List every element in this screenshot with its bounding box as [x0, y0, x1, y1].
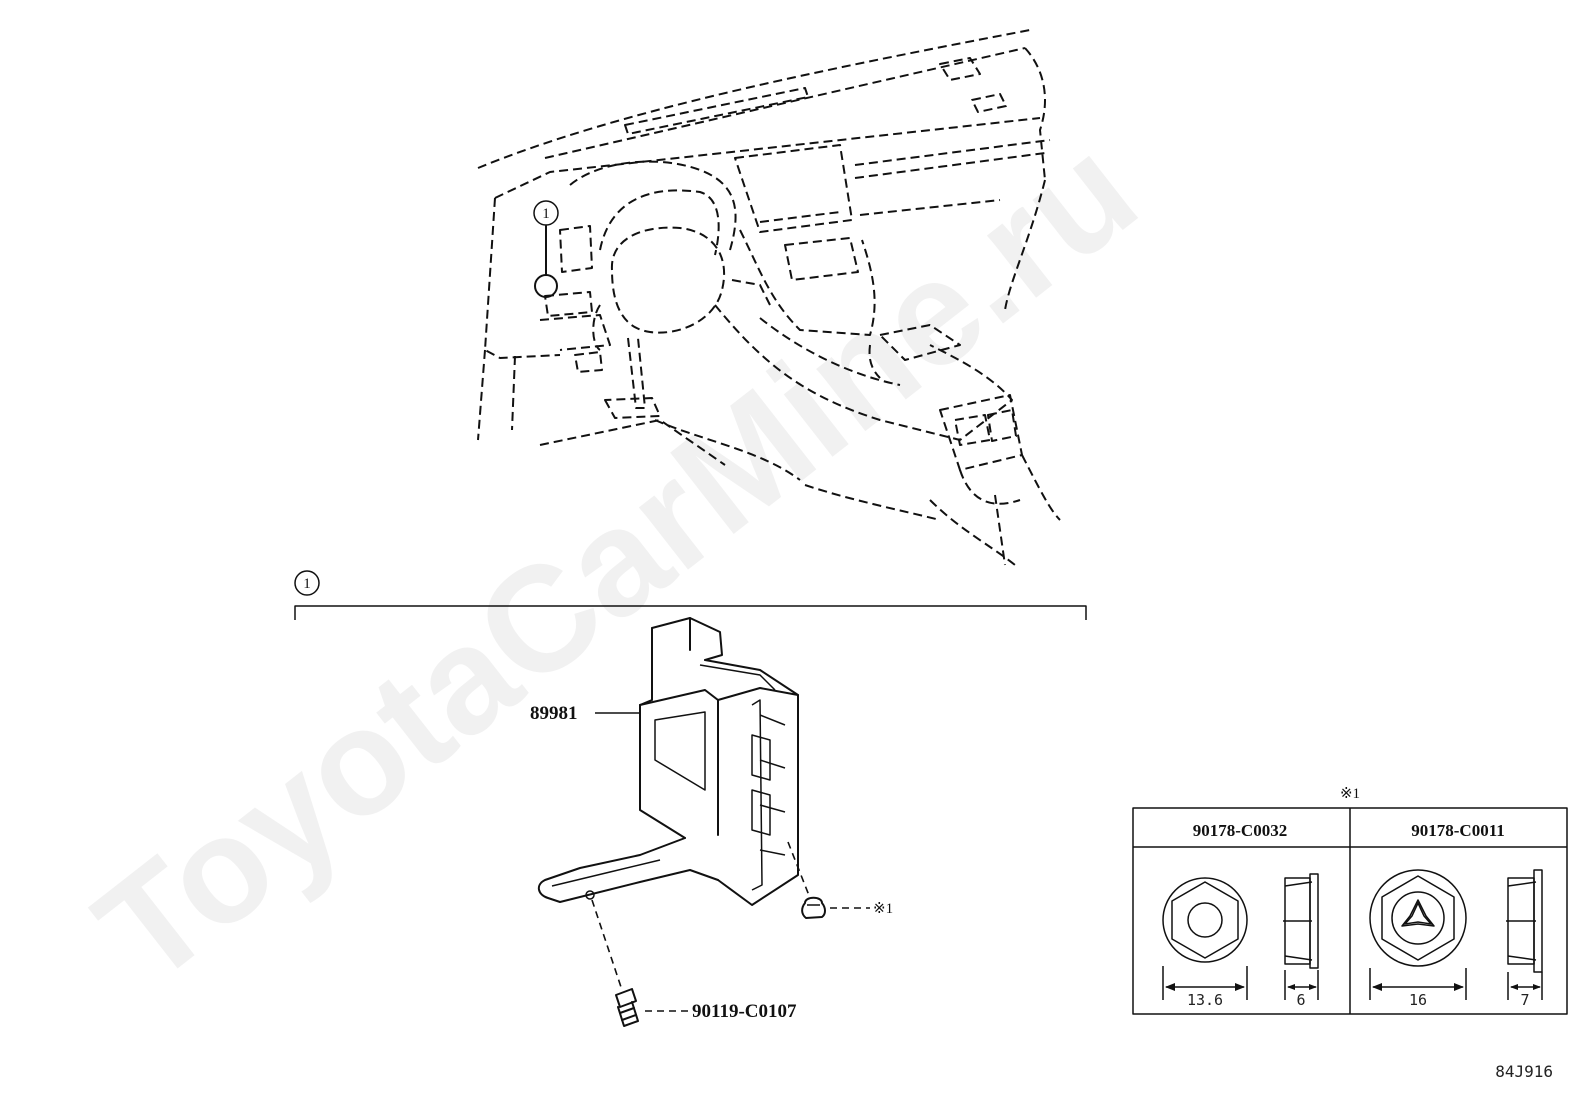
callout-number: 1	[542, 206, 550, 222]
nut-dimensions-1: 13.6 6	[1162, 966, 1319, 1009]
nut-label: ※1	[830, 901, 893, 917]
bolt-label: 90119-C0107	[645, 1001, 797, 1022]
ecu-label: 89981	[530, 703, 640, 724]
location-callout[interactable]: 1	[533, 200, 559, 298]
nut[interactable]	[787, 841, 826, 919]
nut-thickness-1: 6	[1296, 991, 1305, 1009]
nut-front-view-2	[1369, 869, 1467, 967]
watermark: ToyotaCarMine.ru	[66, 105, 1165, 1016]
nut-diameter-1: 13.6	[1187, 991, 1223, 1009]
nut-diameter-2: 16	[1409, 991, 1427, 1009]
dashboard-illustration	[477, 29, 1061, 566]
detail-callout-number: 1	[303, 576, 311, 592]
nut-thickness-2: 7	[1520, 991, 1529, 1009]
bolt[interactable]	[591, 899, 639, 1027]
ecu-part-number: 89981	[530, 703, 578, 724]
nut-dimensions-2: 16 7	[1369, 968, 1543, 1009]
detail-bracket	[294, 605, 1087, 620]
nut-table-part-2: 90178-C0011	[1411, 821, 1505, 840]
detail-callout: 1	[294, 570, 320, 596]
nut-table-title: ※1	[1340, 786, 1360, 802]
nut-side-view-2	[1506, 869, 1543, 973]
figure-code: 84J916	[1495, 1062, 1553, 1081]
nut-reference: ※1	[873, 901, 893, 917]
bolt-part-number: 90119-C0107	[692, 1001, 797, 1022]
nut-side-view-1	[1283, 873, 1319, 969]
ecu-module[interactable]	[537, 617, 799, 906]
nut-front-view-1	[1162, 877, 1248, 963]
nut-table-part-1: 90178-C0032	[1193, 821, 1287, 840]
nut-spec-table: ※1 90178-C0032 90178-C0011 13.6 6	[1132, 786, 1568, 1015]
